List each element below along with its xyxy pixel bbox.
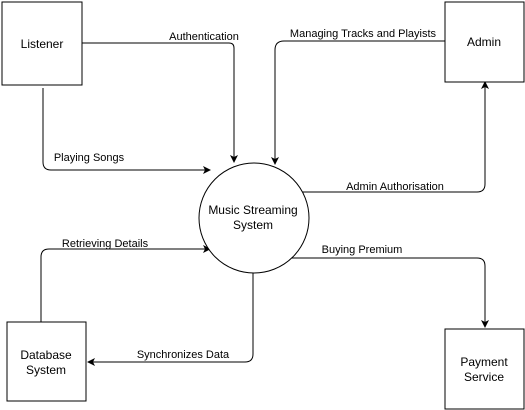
database-box: [6, 321, 87, 402]
system-label-line1: Music Streaming: [208, 203, 297, 217]
edge-retrieving-details: [40, 245, 211, 322]
authentication-label: Authentication: [169, 31, 239, 43]
database-label-line1: Database: [20, 348, 72, 362]
listener-box: [1, 1, 83, 86]
payment-label-line1: Payment: [460, 355, 508, 369]
retrieving-details-label: Retrieving Details: [62, 238, 149, 250]
edge-buying-premium: [288, 257, 489, 328]
edge-synchronizes-data: [87, 272, 254, 366]
edge-managing-tracks: [271, 40, 445, 165]
managing-tracks-label: Managing Tracks and Playists: [290, 28, 437, 40]
payment-box: [444, 328, 525, 410]
payment-label-line2: Service: [464, 370, 504, 384]
synchronizes-data-label: Synchronizes Data: [137, 349, 230, 361]
listener-label: Listener: [21, 37, 64, 51]
buying-premium-label: Buying Premium: [322, 244, 403, 256]
edge-playing-songs: [42, 88, 211, 174]
system-circle: [198, 162, 310, 274]
admin-label: Admin: [467, 35, 501, 49]
database-label-line2: System: [26, 363, 66, 377]
edge-authentication: [82, 42, 238, 163]
admin-authorisation-label: Admin Authorisation: [346, 181, 444, 193]
admin-box: [444, 1, 525, 83]
edge-admin-authorisation: [300, 81, 489, 193]
system-label-line2: System: [233, 218, 273, 232]
playing-songs-label: Playing Songs: [54, 152, 125, 164]
